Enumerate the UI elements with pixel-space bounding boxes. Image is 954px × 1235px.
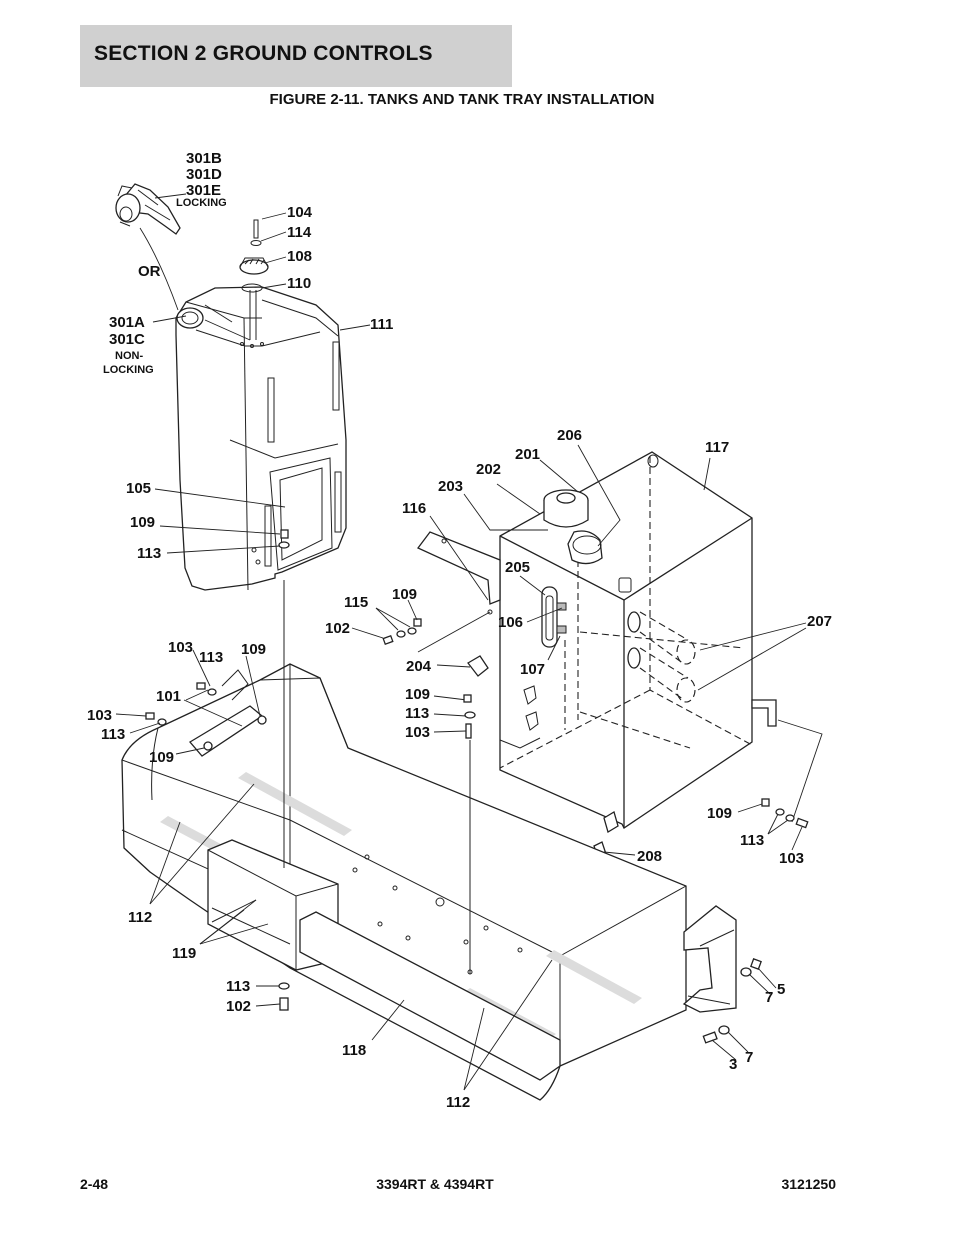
- callout-204: 204: [406, 658, 432, 675]
- callout-labels: 301B 301D 301E LOCKING OR 301A 301C NON-…: [87, 150, 832, 1111]
- callout-205: 205: [505, 559, 530, 576]
- callout-113-d: 113: [101, 726, 125, 743]
- callout-206: 206: [557, 427, 582, 444]
- tray-leader-lines: [115, 649, 803, 1091]
- section-banner: SECTION 2 GROUND CONTROLS: [80, 25, 512, 87]
- callout-115: 115: [344, 594, 368, 611]
- callout-110: 110: [287, 275, 311, 292]
- callout-201: 201: [515, 446, 540, 463]
- callout-3: 3: [729, 1056, 737, 1073]
- callout-106: 106: [498, 614, 523, 631]
- callout-208: 208: [637, 848, 662, 865]
- hydraulic-tank: [416, 451, 777, 859]
- callout-or: OR: [138, 263, 161, 280]
- model-name: 3394RT & 4394RT: [376, 1176, 494, 1192]
- callout-109-c: 109: [405, 686, 430, 703]
- tank-leader-lines: [139, 193, 371, 554]
- callout-102-b: 102: [226, 998, 251, 1015]
- callout-301b: 301B: [186, 150, 222, 167]
- callout-203: 203: [438, 478, 463, 495]
- callout-5: 5: [777, 981, 785, 998]
- callout-104: 104: [287, 204, 313, 221]
- callout-118: 118: [342, 1042, 366, 1059]
- hydraulic-leader-lines: [417, 444, 823, 856]
- callout-116: 116: [402, 500, 426, 517]
- tank-tray: [121, 580, 809, 1101]
- callout-102-a: 102: [325, 620, 350, 637]
- callout-207: 207: [807, 613, 832, 630]
- callout-7-b: 7: [745, 1049, 753, 1066]
- callout-109-f: 109: [707, 805, 732, 822]
- callout-301e: 301E: [186, 182, 221, 199]
- callout-301c: 301C: [109, 331, 145, 348]
- callout-105: 105: [126, 480, 151, 497]
- section-title: SECTION 2 GROUND CONTROLS: [94, 42, 433, 65]
- callout-301a: 301A: [109, 314, 145, 331]
- callout-113-f: 113: [226, 978, 250, 995]
- callout-113-b: 113: [199, 649, 223, 666]
- figure-title: FIGURE 2-11. TANKS AND TANK TRAY INSTALL…: [269, 91, 655, 108]
- callout-103-a: 103: [168, 639, 193, 656]
- callout-109-b: 109: [392, 586, 417, 603]
- fuel-tank: [175, 219, 347, 591]
- callout-112-b: 112: [446, 1094, 470, 1111]
- callout-113-a: 113: [137, 545, 161, 562]
- callout-109-d: 109: [241, 641, 266, 658]
- callout-119: 119: [172, 945, 196, 962]
- callout-113-c: 113: [405, 705, 429, 722]
- callout-109-e: 109: [149, 749, 174, 766]
- callout-109-a: 109: [130, 514, 155, 531]
- callout-101: 101: [156, 688, 181, 705]
- callout-114: 114: [287, 224, 312, 241]
- callout-117: 117: [705, 439, 729, 456]
- callout-7-a: 7: [765, 989, 773, 1006]
- document-number: 3121250: [781, 1176, 836, 1192]
- callout-non: NON-: [115, 350, 143, 362]
- callout-301d: 301D: [186, 166, 222, 183]
- callout-107: 107: [520, 661, 545, 678]
- callout-113-e: 113: [740, 832, 764, 849]
- callout-locking: LOCKING: [176, 197, 227, 209]
- parts-diagram: 301B 301D 301E LOCKING OR 301A 301C NON-…: [87, 150, 832, 1111]
- callout-103-b: 103: [87, 707, 112, 724]
- locking-fuel-cap: [115, 183, 181, 235]
- callout-103-d: 103: [779, 850, 804, 867]
- callout-112-a: 112: [128, 909, 152, 926]
- callout-202: 202: [476, 461, 501, 478]
- callout-103-c: 103: [405, 724, 430, 741]
- callout-108: 108: [287, 248, 312, 265]
- callout-nonlocking: LOCKING: [103, 364, 154, 376]
- page-number: 2-48: [80, 1176, 109, 1192]
- callout-111: 111: [370, 316, 393, 333]
- hardware-group-115: [351, 599, 476, 739]
